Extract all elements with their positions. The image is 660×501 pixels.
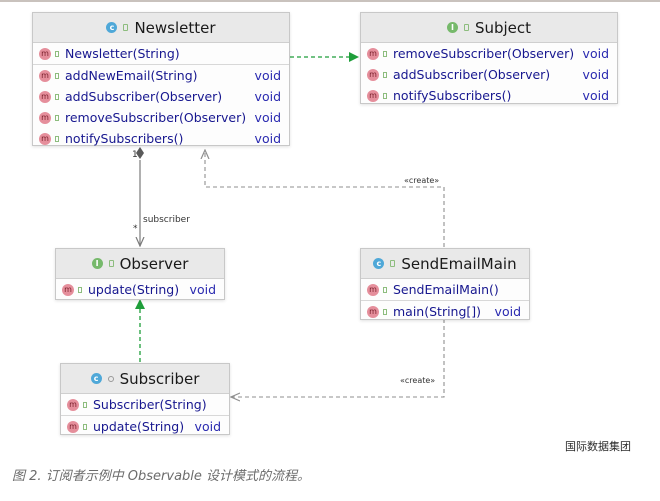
public-icon bbox=[55, 93, 59, 100]
member-signature: addSubscriber(Observer) bbox=[393, 67, 551, 82]
member-signature: addNewEmail(String) bbox=[65, 68, 198, 83]
member-row[interactable]: m notifySubscribers() void bbox=[33, 128, 289, 149]
member-signature: SendEmailMain() bbox=[393, 282, 499, 297]
public-icon bbox=[383, 92, 387, 99]
method-icon: m bbox=[367, 68, 379, 81]
member-signature: Subscriber(String) bbox=[93, 397, 207, 412]
create-label: «create» bbox=[400, 376, 436, 385]
class-header: c Newsletter bbox=[33, 13, 289, 43]
multiplicity-one: 1 bbox=[132, 150, 138, 160]
member-row[interactable]: m Subscriber(String) bbox=[61, 394, 229, 415]
class-icon: c bbox=[90, 373, 102, 384]
member-row[interactable]: m update(String) void bbox=[56, 279, 224, 300]
member-return-type: void bbox=[194, 419, 221, 434]
member-row[interactable]: m main(String[]) void bbox=[361, 300, 529, 322]
package-private-icon bbox=[107, 375, 114, 382]
figure-caption: 图 2. 订阅者示例中 Observable 设计模式的流程。 bbox=[12, 469, 311, 484]
method-icon: m bbox=[67, 420, 79, 433]
member-signature: notifySubscribers() bbox=[393, 88, 512, 103]
method-icon: m bbox=[67, 398, 79, 411]
member-signature: main(String[]) bbox=[393, 304, 482, 319]
public-icon bbox=[108, 260, 114, 267]
member-return-type: void bbox=[494, 304, 521, 319]
member-return-type: void bbox=[189, 282, 216, 297]
member-signature: removeSubscriber(Observer) bbox=[65, 110, 247, 125]
member-row[interactable]: m removeSubscriber(Observer) void bbox=[361, 43, 617, 64]
class-icon: c bbox=[373, 258, 385, 269]
class-header: I Observer bbox=[56, 249, 224, 279]
member-return-type: void bbox=[254, 68, 281, 83]
create-newsletter-edge bbox=[205, 150, 445, 247]
class-title: SendEmailMain bbox=[401, 254, 517, 273]
class-icon: c bbox=[106, 22, 118, 33]
member-return-type: void bbox=[254, 89, 281, 104]
interface-subject[interactable]: I Subject m removeSubscriber(Observer) v… bbox=[360, 12, 618, 104]
public-icon bbox=[463, 24, 469, 31]
member-row[interactable]: m addSubscriber(Observer) void bbox=[361, 64, 617, 85]
member-row[interactable]: m removeSubscriber(Observer) void bbox=[33, 107, 289, 128]
class-newsletter[interactable]: c Newsletter m Newsletter(String) m addN… bbox=[32, 12, 290, 146]
public-icon bbox=[383, 286, 387, 293]
member-return-type: void bbox=[582, 46, 609, 61]
create-label: «create» bbox=[404, 176, 440, 185]
member-return-type: void bbox=[254, 131, 281, 146]
interface-icon: I bbox=[446, 22, 458, 33]
interface-observer[interactable]: I Observer m update(String) void bbox=[55, 248, 225, 300]
class-title: Newsletter bbox=[134, 18, 216, 37]
brand-label: 国际数据集团 bbox=[565, 440, 631, 453]
method-icon: m bbox=[39, 90, 51, 103]
class-sendemailmain[interactable]: c SendEmailMain m SendEmailMain() m main… bbox=[360, 248, 530, 320]
public-icon bbox=[83, 423, 87, 430]
member-row[interactable]: m Newsletter(String) bbox=[33, 43, 289, 64]
member-signature: Newsletter(String) bbox=[65, 46, 180, 61]
interface-icon: I bbox=[91, 258, 103, 269]
method-icon: m bbox=[39, 111, 51, 124]
member-signature: update(String) bbox=[93, 419, 185, 434]
method-icon: m bbox=[367, 283, 379, 296]
class-title: Observer bbox=[119, 254, 189, 273]
method-icon: m bbox=[367, 47, 379, 60]
method-icon: m bbox=[367, 305, 379, 318]
method-icon: m bbox=[39, 69, 51, 82]
public-icon bbox=[123, 24, 129, 31]
class-title: Subject bbox=[474, 18, 532, 37]
class-subscriber[interactable]: c Subscriber m Subscriber(String) m upda… bbox=[60, 363, 230, 435]
member-signature: addSubscriber(Observer) bbox=[65, 89, 223, 104]
public-icon bbox=[55, 72, 59, 79]
method-icon: m bbox=[367, 89, 379, 102]
class-header: c SendEmailMain bbox=[361, 249, 529, 279]
public-icon bbox=[383, 71, 387, 78]
member-row[interactable]: m addNewEmail(String) void bbox=[33, 64, 289, 86]
public-icon bbox=[55, 114, 59, 121]
member-return-type: void bbox=[582, 67, 609, 82]
aggregation-diamond bbox=[136, 147, 144, 159]
multiplicity-many: * bbox=[133, 224, 138, 234]
member-signature: update(String) bbox=[88, 282, 180, 297]
public-icon bbox=[78, 286, 82, 293]
public-icon bbox=[83, 401, 87, 408]
top-divider bbox=[0, 0, 660, 2]
member-row[interactable]: m notifySubscribers() void bbox=[361, 85, 617, 106]
method-icon: m bbox=[39, 47, 51, 60]
class-title: Subscriber bbox=[119, 369, 200, 388]
public-icon bbox=[390, 260, 396, 267]
member-signature: notifySubscribers() bbox=[65, 131, 184, 146]
public-icon bbox=[55, 135, 59, 142]
class-header: c Subscriber bbox=[61, 364, 229, 394]
member-return-type: void bbox=[254, 110, 281, 125]
member-return-type: void bbox=[582, 88, 609, 103]
member-row[interactable]: m SendEmailMain() bbox=[361, 279, 529, 300]
member-row[interactable]: m update(String) void bbox=[61, 415, 229, 437]
public-icon bbox=[383, 308, 387, 315]
member-signature: removeSubscriber(Observer) bbox=[393, 46, 575, 61]
public-icon bbox=[55, 50, 59, 57]
method-icon: m bbox=[39, 132, 51, 145]
class-header: I Subject bbox=[361, 13, 617, 43]
create-subscriber-edge bbox=[231, 319, 445, 397]
method-icon: m bbox=[62, 283, 74, 296]
public-icon bbox=[383, 50, 387, 57]
aggregation-role-label: subscriber bbox=[143, 215, 190, 225]
member-row[interactable]: m addSubscriber(Observer) void bbox=[33, 86, 289, 107]
